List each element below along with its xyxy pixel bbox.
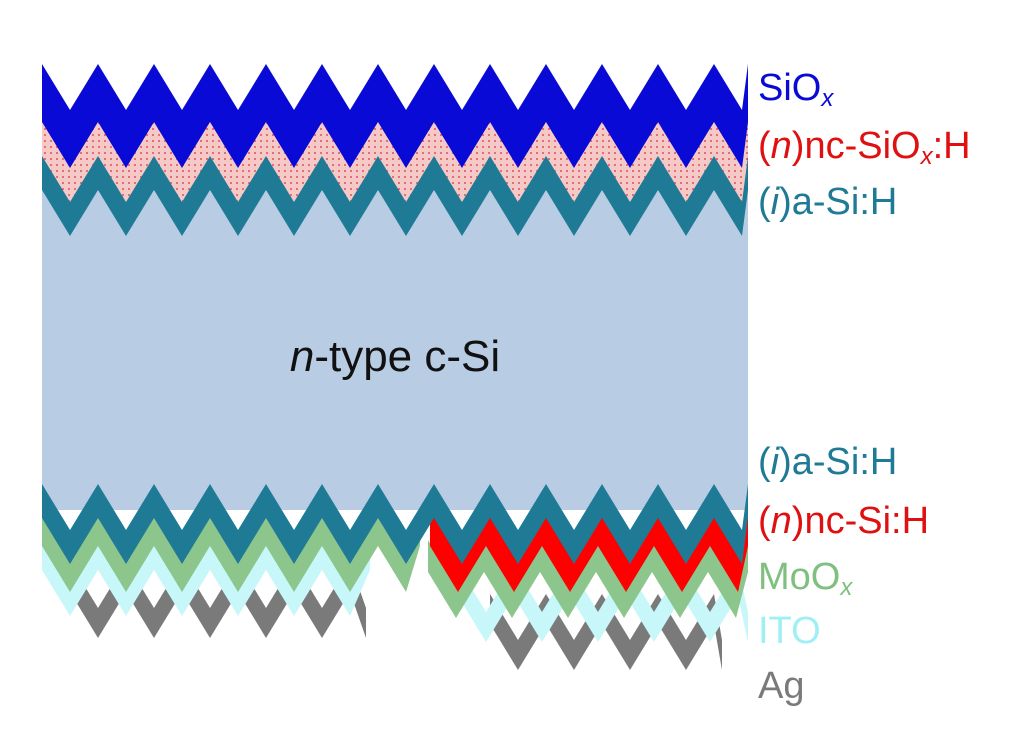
- label-part: (: [758, 181, 771, 223]
- label-part: Ag: [758, 665, 805, 707]
- label-part: x: [840, 574, 853, 601]
- substrate-label-text: -type c-Si: [314, 332, 501, 381]
- label-part: n: [770, 500, 792, 542]
- label-part: i: [770, 441, 780, 483]
- label-n-nc-siox-h: (n)nc-SiOx:H: [758, 124, 971, 170]
- label-part: x: [920, 143, 933, 170]
- label-part: )nc-SiO: [791, 125, 921, 167]
- substrate-label-italic: n: [289, 332, 315, 381]
- label-part: n: [770, 125, 792, 167]
- label-moox: MoOx: [758, 555, 853, 601]
- label-i-a-si-h-bottom: (i)a-Si:H: [758, 440, 897, 484]
- layer-n-nc-si-h: [430, 508, 748, 592]
- label-part: i: [770, 181, 780, 223]
- label-ito: ITO: [758, 609, 821, 653]
- layer-i-a-si-h-rear: [42, 484, 748, 564]
- substrate-n-type-c-si: [42, 190, 748, 510]
- label-part: (: [758, 125, 771, 167]
- label-part: x: [821, 85, 834, 112]
- label-part: (: [758, 441, 771, 483]
- layer-moox-left: [42, 514, 420, 592]
- label-part: MoO: [758, 556, 841, 598]
- label-ag: Ag: [758, 664, 804, 708]
- layer-moox-right: [428, 540, 748, 618]
- label-part: ITO: [758, 610, 821, 652]
- label-siox: SiOx: [758, 66, 834, 112]
- substrate-label: n-type c-Si: [0, 332, 790, 382]
- label-part: )a-Si:H: [779, 181, 898, 223]
- label-n-nc-si-h: (n)nc-Si:H: [758, 499, 929, 543]
- label-part: )nc-Si:H: [791, 500, 930, 542]
- label-part: (: [758, 500, 771, 542]
- layer-siox: [42, 64, 748, 168]
- label-i-a-si-h-top: (i)a-Si:H: [758, 180, 897, 224]
- label-part: )a-Si:H: [779, 441, 898, 483]
- label-part: SiO: [758, 67, 822, 109]
- layer-ito-left: [42, 540, 370, 616]
- label-part: :H: [932, 125, 971, 167]
- layer-i-a-si-h-front: [42, 150, 748, 236]
- layer-n-nc-siox-h: [42, 118, 748, 202]
